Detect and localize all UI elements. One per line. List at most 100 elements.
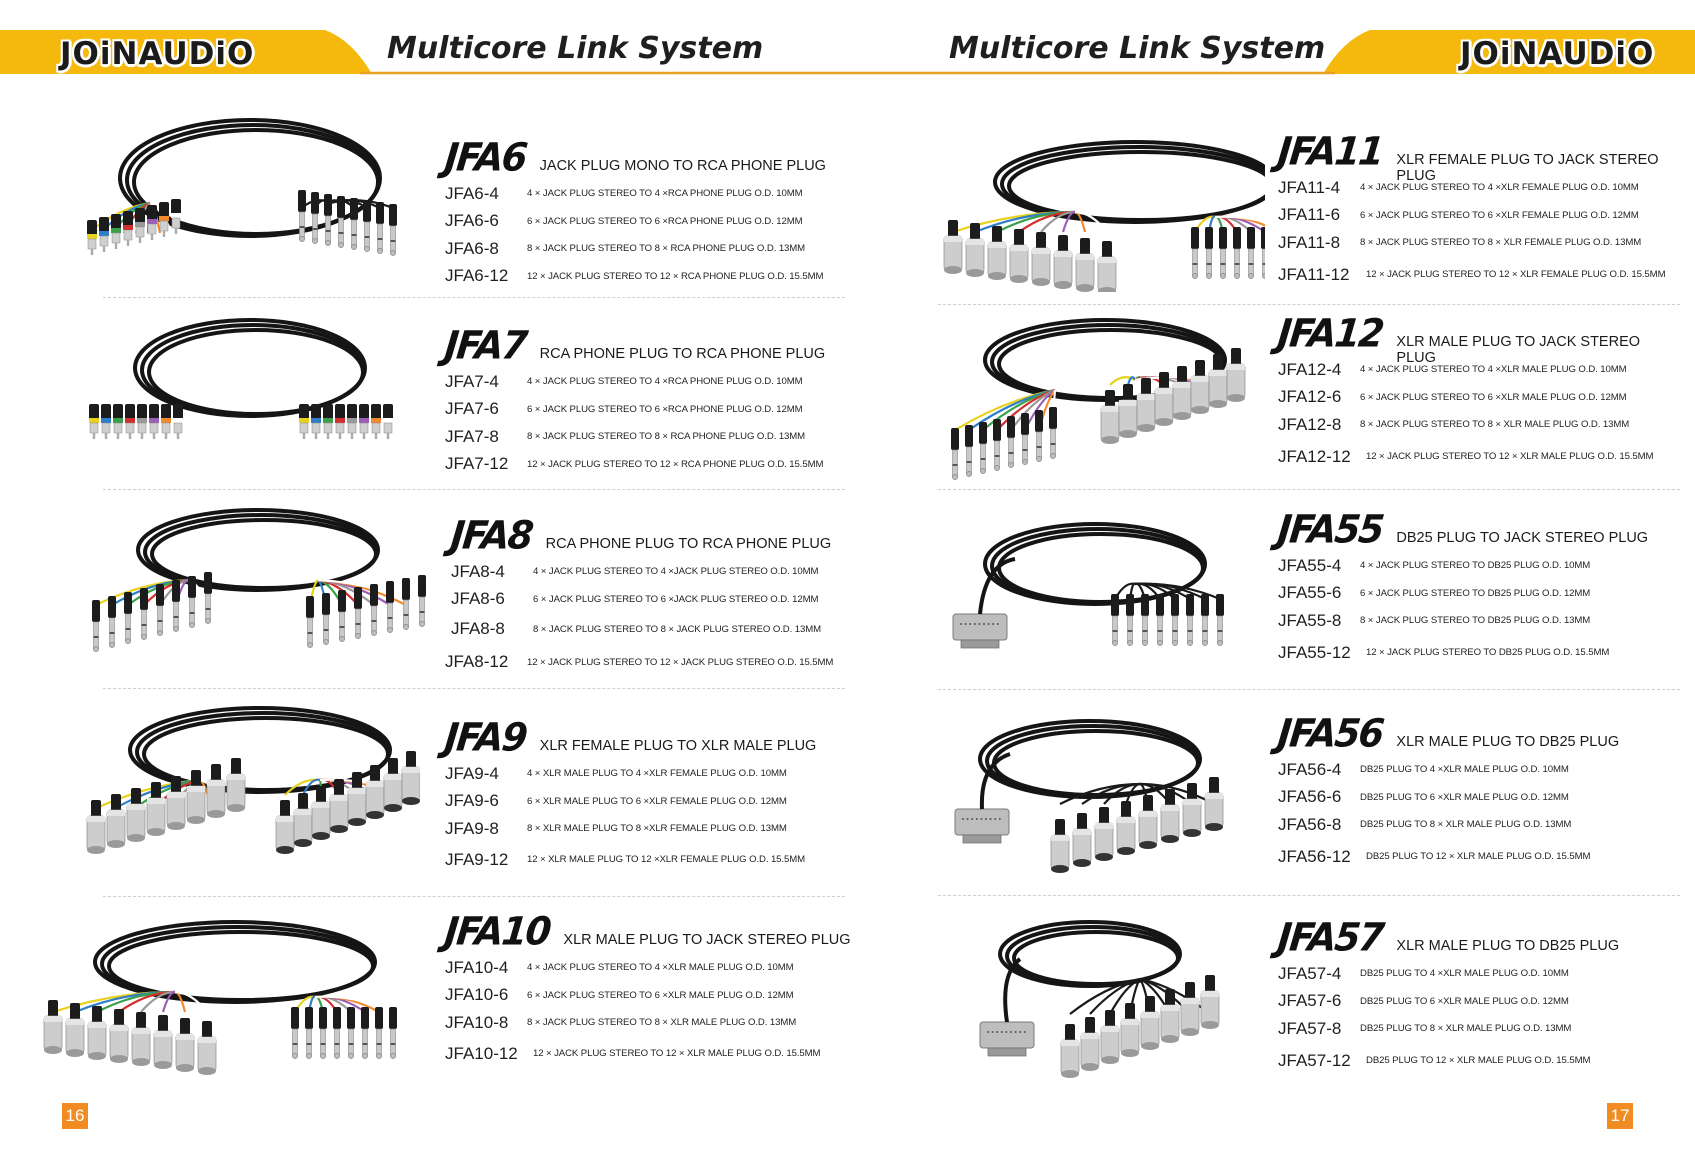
model-description: JACK PLUG MONO TO RCA PHONE PLUG [539, 158, 826, 174]
section-divider [103, 688, 845, 689]
model-code: JFA56 [1275, 710, 1385, 757]
model-code: JFA9 [442, 714, 529, 761]
variant-code: JFA55-12 [1278, 642, 1351, 662]
cable-image-jfa9 [86, 706, 420, 854]
variant-code: JFA6-6 [445, 211, 499, 231]
variant-spec: 8 × JACK PLUG STEREO TO 8 × XLR FEMALE P… [1360, 237, 1642, 249]
cable-image-jfa57 [979, 920, 1220, 1078]
brand-logo-right: JOiNAUDiO [1460, 36, 1655, 72]
variant-code: JFA10-6 [445, 985, 509, 1005]
variant-code: JFA12-12 [1278, 446, 1351, 466]
variant-spec: DB25 PLUG TO 12 × XLR MALE PLUG O.D. 15.… [1366, 851, 1591, 862]
model-description: XLR MALE PLUG TO DB25 PLUG [1396, 938, 1620, 954]
variant-row: JFA12-8 8 × JACK PLUG STEREO TO 8 × XLR M… [1278, 411, 1678, 439]
variant-spec: 12 × JACK PLUG STEREO TO 12 × XLR FEMALE… [1366, 269, 1666, 280]
variant-code: JFA7-4 [445, 371, 499, 391]
brand-logo-left: JOiNAUDiO [60, 36, 255, 72]
variant-code: JFA8-4 [451, 561, 505, 581]
cable-image-jfa12 [951, 318, 1246, 480]
variant-spec: 8 × XLR MALE PLUG TO 8 ×XLR FEMALE PLUG … [527, 823, 787, 835]
section-divider [103, 896, 845, 897]
model-description: XLR MALE PLUG TO DB25 PLUG [1396, 734, 1620, 750]
section-divider [103, 297, 845, 298]
variant-code: JFA8-6 [451, 589, 505, 609]
variant-code: JFA10-12 [445, 1043, 518, 1063]
model-code: JFA7 [442, 322, 529, 369]
section-divider [938, 304, 1680, 305]
variant-spec: 8 × JACK PLUG STEREO TO 8 × RCA PHONE PL… [527, 431, 806, 443]
variant-spec: 12 × JACK PLUG STEREO TO 12 × RCA PHONE … [527, 270, 824, 282]
variant-row: JFA57-12 DB25 PLUG TO 12 × XLR MALE PLUG … [1278, 1043, 1678, 1079]
variant-code: JFA57-6 [1278, 991, 1342, 1011]
variant-code: JFA11-4 [1278, 177, 1341, 197]
variant-code: JFA57-12 [1278, 1050, 1351, 1070]
variant-code: JFA11-6 [1278, 205, 1341, 225]
variant-row: JFA56-12 DB25 PLUG TO 12 × XLR MALE PLUG … [1278, 839, 1678, 875]
variant-code: JFA8-8 [451, 619, 505, 638]
cable-image-jfa56 [954, 719, 1224, 873]
variant-spec: 8 × JACK PLUG STEREO TO DB25 PLUG O.D. 1… [1360, 615, 1591, 627]
variant-row: JFA6-4 4 × JACK PLUG STEREO TO 4 ×RCA PHO… [445, 180, 845, 208]
variant-spec: 4 × JACK PLUG STEREO TO 4 ×RCA PHONE PLU… [527, 188, 803, 200]
variant-row: JFA8-6 6 × JACK PLUG STEREO TO 6 ×JACK PL… [451, 586, 851, 614]
cable-image-jfa6 [87, 118, 397, 256]
model-description: XLR MALE PLUG TO JACK STEREO PLUG [563, 932, 851, 948]
variant-spec: 4 × JACK PLUG STEREO TO 4 ×RCA PHONE PLU… [527, 376, 803, 388]
cable-image-jfa10 [43, 920, 397, 1075]
variant-code: JFA56-4 [1278, 759, 1342, 779]
section-divider [938, 895, 1680, 896]
variant-code: JFA56-12 [1278, 846, 1351, 866]
variant-code: JFA9-6 [445, 791, 499, 811]
variant-code: JFA7-12 [445, 454, 509, 474]
model-description: XLR FEMALE PLUG TO XLR MALE PLUG [539, 738, 817, 754]
variant-row: JFA57-8 DB25 PLUG TO 8 × XLR MALE PLUG O.… [1278, 1015, 1678, 1043]
variant-row: JFA7-4 4 × JACK PLUG STEREO TO 4 ×RCA PHO… [445, 368, 845, 396]
variant-spec: 8 × JACK PLUG STEREO TO 8 × XLR MALE PLU… [527, 1017, 797, 1029]
model-code: JFA57 [1275, 914, 1385, 961]
page-number-left: 16 [62, 1103, 88, 1129]
variant-code: JFA57-8 [1278, 1018, 1342, 1038]
variant-spec: 8 × JACK PLUG STEREO TO 8 × XLR MALE PLU… [1360, 419, 1630, 431]
variant-code: JFA12-8 [1278, 414, 1342, 434]
variant-code: JFA11-8 [1278, 232, 1341, 252]
cable-image-jfa8 [92, 508, 426, 652]
variant-spec: 8 × JACK PLUG STEREO TO 8 × RCA PHONE PL… [527, 243, 806, 255]
variant-spec: DB25 PLUG TO 12 × XLR MALE PLUG O.D. 15.… [1366, 1055, 1591, 1066]
variant-spec: 6 × JACK PLUG STEREO TO 6 ×JACK PLUG STE… [533, 593, 819, 605]
header-banner [0, 30, 1695, 75]
variant-code: JFA8-12 [445, 652, 509, 671]
variant-spec: 4 × JACK PLUG STEREO TO 4 ×XLR MALE PLUG… [1360, 364, 1627, 376]
variant-row: JFA57-6 DB25 PLUG TO 6 ×XLR MALE PLUG O.D… [1278, 988, 1678, 1016]
variant-spec: 4 × JACK PLUG STEREO TO 4 ×XLR MALE PLUG… [527, 962, 794, 974]
variant-code: JFA56-8 [1278, 814, 1342, 834]
variant-spec: 6 × JACK PLUG STEREO TO 6 ×RCA PHONE PLU… [527, 215, 803, 227]
variant-row: JFA11-8 8 × JACK PLUG STEREO TO 8 × XLR F… [1278, 229, 1678, 257]
model-code: JFA12 [1275, 310, 1385, 357]
variant-spec: 6 × JACK PLUG STEREO TO 6 ×XLR MALE PLUG… [1360, 391, 1627, 403]
model-description: XLR FEMALE PLUG TO JACK STEREO PLUG [1396, 152, 1659, 184]
cable-image-jfa11 [943, 140, 1265, 292]
variant-code: JFA6-4 [445, 183, 499, 203]
variant-spec: 4 × JACK PLUG STEREO TO DB25 PLUG O.D. 1… [1360, 560, 1591, 572]
section-title-left: Multicore Link System [387, 31, 764, 66]
variant-spec: 6 × JACK PLUG STEREO TO 6 ×XLR MALE PLUG… [527, 989, 794, 1001]
model-code: JFA11 [1275, 128, 1385, 175]
variant-spec: DB25 PLUG TO 6 ×XLR MALE PLUG O.D. 12MM [1360, 995, 1569, 1007]
variant-spec: DB25 PLUG TO 8 × XLR MALE PLUG O.D. 13MM [1360, 1023, 1572, 1035]
